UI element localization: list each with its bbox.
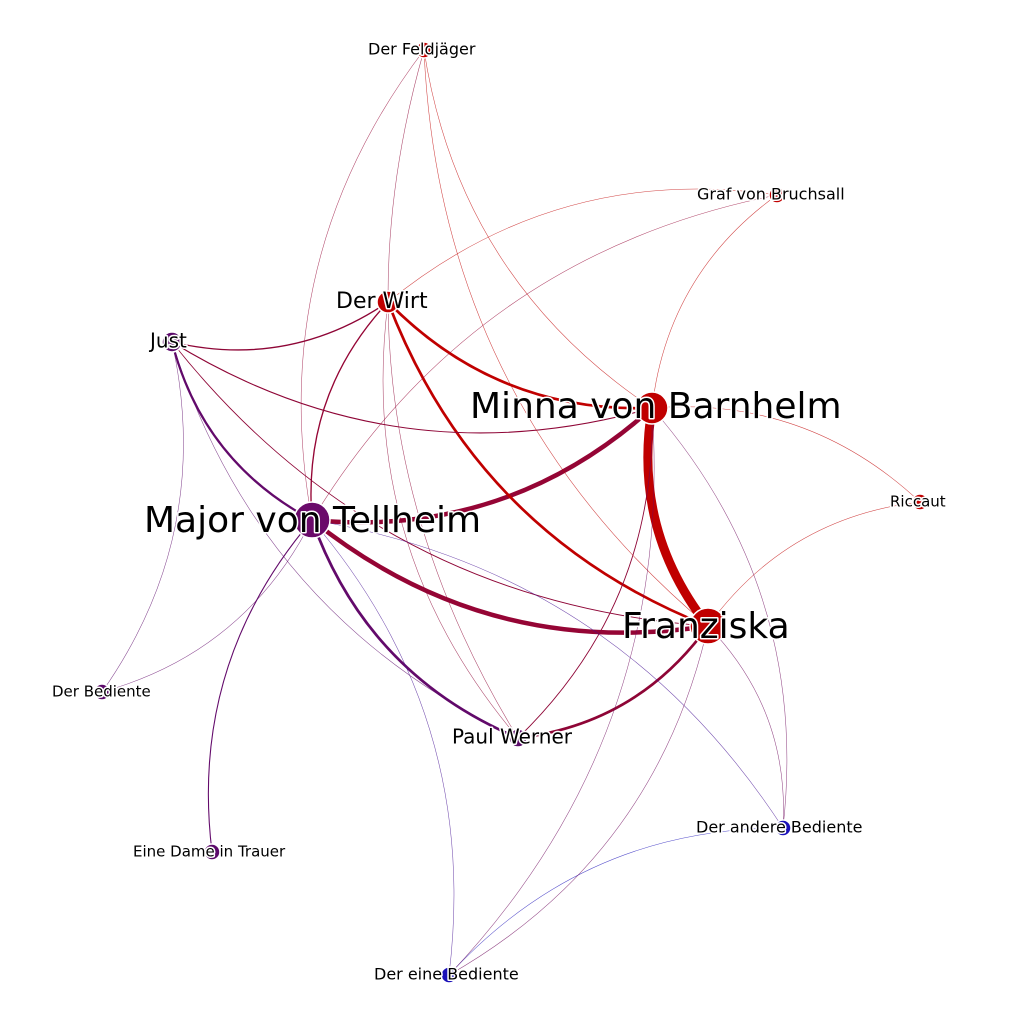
edge-graf-minna [651,194,778,409]
node-label-eine: Der eine Bediente [374,965,519,984]
edge-feldjaeger-tellheim [300,49,425,521]
edge-andere-eine [448,827,784,976]
node-wirt[interactable] [376,290,400,314]
edge-wirt-minna [386,300,654,410]
edge-werner-franziska [516,624,710,740]
edge-eine-minna [448,407,655,976]
edge-wirt-tellheim [310,301,389,521]
edge-tellheim-franziska [309,517,711,635]
edge-andere-minna [651,407,788,829]
node-franziska[interactable] [689,607,727,645]
node-label-tellheim: Major von Tellheim [144,500,481,541]
label-layer: Major von Tellheim Minna von BarnhelmFran… [51,38,948,985]
node-label-dame: Eine Dame in Trauer [133,843,286,861]
node-label-andere: Der andere Bediente [696,818,862,837]
edge-graf-tellheim [311,194,778,521]
edge-eine-franziska [448,625,709,976]
edge-eine-tellheim [311,519,455,976]
edge-wirt-werner [382,301,519,739]
edge-tellheim-werner [310,518,520,740]
edge-bediente-just [101,341,184,693]
node-label-franziska: Franziska [622,606,790,647]
node-feldjaeger[interactable] [415,41,433,59]
edge-minna-franziska [643,403,713,631]
edge-werner-minna [517,407,653,739]
edge-riccaut-franziska [707,501,921,627]
edge-just-werner [171,341,519,739]
edge-andere-franziska [707,625,784,829]
edge-just-wirt [171,301,389,351]
node-label-bediente: Der Bediente [52,683,151,701]
edge-feldjaeger-minna [423,49,653,409]
edge-feldjaeger-franziska [423,49,709,627]
node-bediente[interactable] [93,683,111,701]
edge-andere-tellheim [311,519,784,829]
node-label-werner: Paul Werner [452,725,573,749]
node-minna[interactable] [635,391,669,425]
edge-just-tellheim [170,340,314,522]
edge-wirt-franziska [386,300,710,628]
edge-tellheim-minna [309,405,655,525]
edge-just-minna [171,341,653,434]
edge-bediente-tellheim [101,519,313,693]
node-eine[interactable] [440,966,458,984]
edge-tellheim-dame [207,519,313,853]
node-dame[interactable] [203,843,221,861]
edge-feldjaeger-werner [387,49,519,739]
edge-riccaut-minna [651,406,921,503]
node-tellheim[interactable] [293,501,331,539]
edge-just-franziska [171,341,709,627]
edge-layer [101,49,921,976]
node-label-graf: Graf von Bruchsall [697,185,845,204]
node-label-wirt: Der Wirt [336,289,428,314]
node-andere[interactable] [774,819,792,837]
edge-graf-wirt [387,188,778,303]
node-graf[interactable] [768,186,786,204]
node-layer [93,41,929,984]
node-label-minna: Minna von Barnhelm [470,386,842,427]
node-just[interactable] [161,331,183,353]
node-label-just: Just [148,329,187,353]
node-label-riccaut: Riccaut [890,493,946,511]
node-werner[interactable] [508,728,528,748]
node-label-feldjaeger: Der Feldjäger [368,40,476,59]
node-riccaut[interactable] [911,493,929,511]
